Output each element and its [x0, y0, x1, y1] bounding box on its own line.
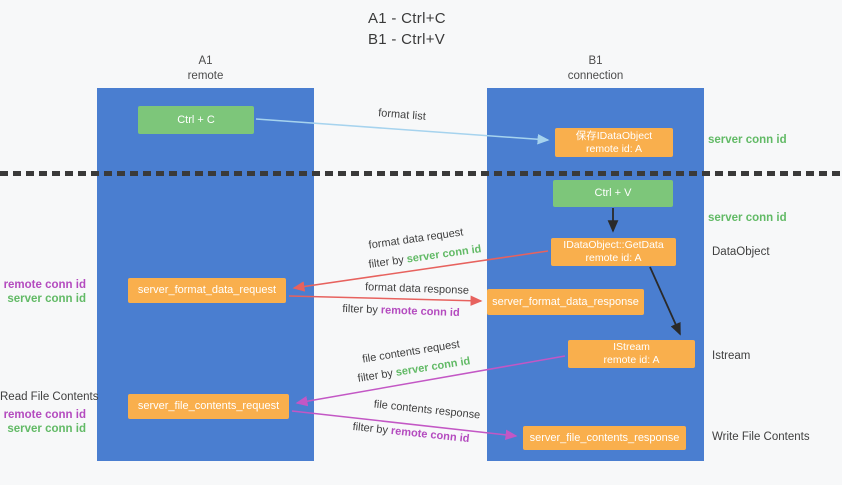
format-response-label: server_format_data_response	[492, 295, 639, 308]
lane-header-b1: B1 connection	[487, 54, 704, 83]
save-dataobject-line1: 保存IDataObject	[575, 129, 653, 142]
node-save-dataobject: 保存IDataObject remote id: A	[555, 128, 673, 157]
lane-b1-role: connection	[567, 69, 624, 82]
arrow-format-data-response	[288, 295, 483, 306]
left-server-conn-id-1: server conn id	[7, 293, 86, 305]
ctrl-c-label: Ctrl + C	[177, 113, 215, 126]
arrow-file-contents-response	[291, 410, 518, 441]
node-getdata: IDataObject::GetData remote id: A	[551, 238, 676, 266]
node-server-format-data-response: server_format_data_response	[487, 289, 644, 315]
file-response-label: server_file_contents_response	[529, 431, 680, 444]
node-server-file-contents-response: server_file_contents_response	[523, 426, 686, 450]
save-dataobject-line2: remote id: A	[585, 142, 643, 155]
title-line-1: A1 - Ctrl+C	[368, 10, 446, 27]
side-label-left-conn-ids-1: remote conn id server conn id	[0, 278, 86, 306]
arrow-file-contents-request	[295, 355, 566, 407]
filter-by-text-2: filter by	[342, 302, 382, 317]
lane-b1-id: B1	[588, 55, 603, 67]
side-label-read-file-contents: Read File Contents	[0, 391, 99, 403]
left-remote-conn-id-2: remote conn id	[3, 409, 86, 421]
node-ctrl-c: Ctrl + C	[138, 106, 254, 134]
node-server-format-data-request: server_format_data_request	[128, 278, 286, 303]
left-remote-conn-id-1: remote conn id	[3, 279, 86, 291]
side-label-server-conn-id-mid: server conn id	[708, 212, 787, 224]
arrow-format-list	[255, 118, 550, 145]
node-server-file-contents-request: server_file_contents_request	[128, 394, 289, 419]
ctrl-v-label: Ctrl + V	[594, 187, 632, 199]
arrow-getdata-to-istream	[649, 266, 681, 336]
istream-line2: remote id: A	[603, 354, 660, 366]
arrow-format-data-request	[292, 250, 549, 292]
getdata-line2: remote id: A	[585, 252, 642, 264]
title-line-2: B1 - Ctrl+V	[368, 31, 446, 48]
file-request-label: server_file_contents_request	[137, 400, 280, 412]
left-server-conn-id-2: server conn id	[7, 423, 86, 435]
side-label-write-file-contents: Write File Contents	[712, 431, 810, 443]
getdata-line1: IDataObject::GetData	[563, 239, 664, 251]
lane-a1-role: remote	[187, 69, 224, 82]
diagram-title: A1 - Ctrl+C B1 - Ctrl+V	[368, 8, 446, 50]
side-label-istream: Istream	[712, 350, 751, 362]
lane-header-a1: A1 remote	[97, 54, 314, 83]
format-request-label: server_format_data_request	[137, 284, 277, 296]
istream-line1: IStream	[613, 341, 650, 353]
side-label-left-conn-ids-2: remote conn id server conn id	[0, 408, 86, 436]
lane-a1-id: A1	[198, 55, 213, 67]
node-ctrl-v: Ctrl + V	[553, 180, 673, 207]
side-label-dataobject: DataObject	[712, 246, 770, 258]
node-istream: IStream remote id: A	[568, 340, 695, 368]
dotted-divider	[0, 171, 842, 176]
side-label-server-conn-id-top: server conn id	[708, 134, 787, 146]
